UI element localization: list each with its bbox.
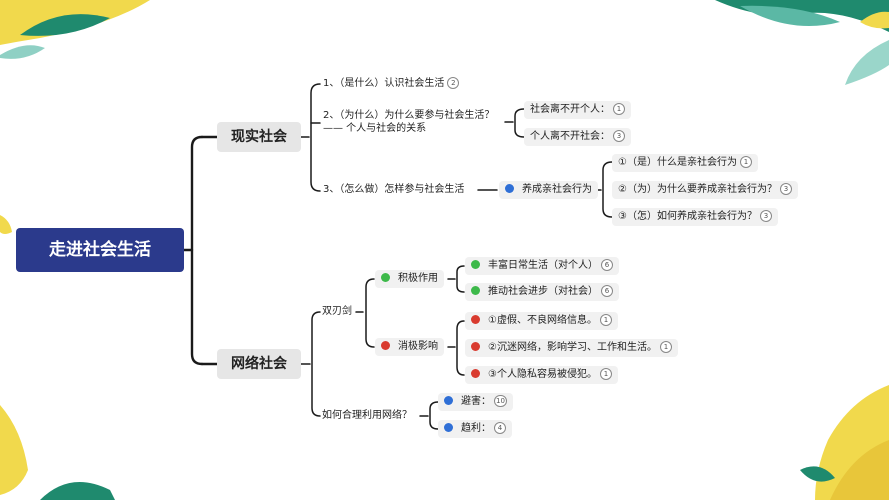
prosocial-label: 养成亲社会行为 [522, 184, 592, 195]
note-count-badge: 3 [779, 183, 792, 195]
double-edged-node[interactable]: 双刃剑 [322, 305, 352, 319]
blue-dot-icon [444, 396, 453, 405]
prosocial-child-2[interactable]: ②（为）为什么要养成亲社会行为？3 [612, 181, 798, 199]
blue-dot-icon [505, 184, 514, 193]
topic-network-society[interactable]: 网络社会 [217, 349, 301, 379]
reality-q1-label: 1、（是什么）认识社会生活 [323, 78, 445, 89]
child-label: ②沉迷网络，影响学习、工作和生活。 [488, 342, 657, 353]
note-count-badge: 6 [601, 285, 613, 297]
green-dot-icon [471, 260, 480, 269]
child-label: 趋利： [461, 423, 491, 434]
note-count-badge: 1 [613, 103, 625, 115]
green-dot-icon [471, 286, 480, 295]
note-count-badge: 1 [599, 314, 612, 326]
reality-q3-node[interactable]: 3、（怎么做）怎样参与社会生活 [323, 183, 464, 197]
red-dot-icon [471, 315, 480, 324]
use-network-label: 如何合理利用网络？ [322, 410, 412, 421]
negative-child-1[interactable]: ①虚假、不良网络信息。1 [465, 312, 618, 330]
note-count-badge: 3 [613, 130, 625, 142]
child-label: ③个人隐私容易被侵犯。 [488, 369, 597, 380]
note-count-badge: 1 [739, 156, 752, 168]
red-dot-icon [381, 341, 390, 350]
use-child-avoid-harm[interactable]: 避害：10 [438, 393, 513, 411]
note-count-badge: 10 [494, 395, 507, 407]
reality-q2-line1: 2、（为什么）为什么要参与社会生活？ [323, 110, 495, 121]
positive-effect-node[interactable]: 积极作用 [375, 270, 444, 288]
prosocial-behavior-node[interactable]: 养成亲社会行为 [499, 181, 598, 199]
positive-label: 积极作用 [398, 273, 438, 284]
use-network-node[interactable]: 如何合理利用网络？ [322, 409, 412, 423]
negative-label: 消极影响 [398, 341, 438, 352]
child-label: ②（为）为什么要养成亲社会行为？ [618, 184, 777, 195]
use-child-seek-benefit[interactable]: 趋利：4 [438, 420, 512, 438]
child-label: 个人离不开社会： [530, 131, 610, 142]
note-count-badge: 1 [599, 368, 612, 380]
note-count-badge: 1 [659, 341, 672, 353]
child-label: 社会离不开个人： [530, 104, 610, 115]
reality-q2-line2: —— 个人与社会的关系 [323, 123, 427, 134]
root-node[interactable]: 走进社会生活 [16, 228, 184, 272]
blue-dot-icon [444, 423, 453, 432]
child-label: ③（怎）如何养成亲社会行为？ [618, 211, 757, 222]
reality-q2-node[interactable]: 2、（为什么）为什么要参与社会生活？ —— 个人与社会的关系 [323, 109, 494, 135]
negative-effect-node[interactable]: 消极影响 [375, 338, 444, 356]
green-dot-icon [381, 273, 390, 282]
negative-child-3[interactable]: ③个人隐私容易被侵犯。1 [465, 366, 618, 384]
reality-q3-label: 3、（怎么做）怎样参与社会生活 [323, 184, 465, 195]
child-label: 推动社会进步（对社会） [488, 286, 598, 297]
note-count-badge: 6 [601, 259, 613, 271]
note-count-badge: 3 [759, 210, 772, 222]
note-count-badge: 2 [447, 77, 460, 89]
topic-reality-society[interactable]: 现实社会 [217, 122, 301, 152]
note-count-badge: 4 [494, 422, 506, 434]
child-label: 丰富日常生活（对个人） [488, 260, 598, 271]
positive-child-2[interactable]: 推动社会进步（对社会）6 [465, 283, 619, 301]
child-label: 避害： [461, 396, 491, 407]
child-label: ①（是）什么是亲社会行为 [618, 157, 737, 168]
red-dot-icon [471, 369, 480, 378]
child-label: ①虚假、不良网络信息。 [488, 315, 597, 326]
reality-q2-child-1[interactable]: 社会离不开个人：1 [524, 101, 631, 119]
negative-child-2[interactable]: ②沉迷网络，影响学习、工作和生活。1 [465, 339, 678, 357]
double-edged-label: 双刃剑 [322, 306, 352, 317]
red-dot-icon [471, 342, 480, 351]
prosocial-child-3[interactable]: ③（怎）如何养成亲社会行为？3 [612, 208, 778, 226]
reality-q2-child-2[interactable]: 个人离不开社会：3 [524, 128, 631, 146]
positive-child-1[interactable]: 丰富日常生活（对个人）6 [465, 257, 619, 275]
